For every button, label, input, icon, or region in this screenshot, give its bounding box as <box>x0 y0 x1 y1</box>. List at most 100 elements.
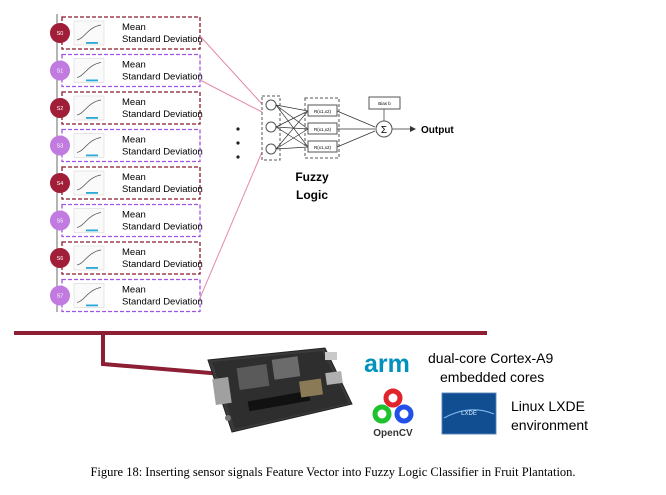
fuzzy-network: R(x1,x2) R(x1,x2) R(x1,x2) Bias b Σ Outp… <box>261 95 454 202</box>
sensor-badge <box>50 135 70 156</box>
signal-thumb <box>73 95 105 121</box>
sum-symbol: Σ <box>381 125 387 136</box>
signal-scale-bar <box>86 42 98 44</box>
signal-curve <box>76 62 102 78</box>
output-arrowhead <box>410 126 416 132</box>
sensor-badge <box>50 248 70 268</box>
signal-curve <box>76 174 102 191</box>
cpu-text-line2: embedded cores <box>440 369 544 385</box>
signal-thumb <box>73 170 105 196</box>
input-node-2 <box>265 121 277 133</box>
input-node-1 <box>265 99 277 111</box>
cpu-text-line1: dual-core Cortex-A9 <box>428 350 553 366</box>
input-layer-box <box>261 95 281 161</box>
os-text-line2: environment <box>511 417 588 433</box>
sensor-id: S6 <box>57 256 64 262</box>
opencv-label: OpenCV <box>373 428 413 439</box>
sensor-id: S5 <box>57 219 64 225</box>
feature-mean: Mean <box>122 172 146 183</box>
signal-scale-bar <box>86 192 98 194</box>
sensor-badge <box>50 285 70 306</box>
rule-layer-box <box>304 97 340 159</box>
fpga-board-image <box>207 347 353 433</box>
feature-mean: Mean <box>122 22 146 33</box>
feature-mean: Mean <box>122 97 146 108</box>
signal-curve <box>76 137 102 153</box>
arm-logo: arm <box>364 350 410 378</box>
signal-curve <box>76 287 102 303</box>
lxde-logo: LXDE <box>461 411 477 417</box>
feature-mean: Mean <box>122 135 146 146</box>
network-edges <box>275 104 410 150</box>
feature-std: Standard Deviation <box>122 34 203 45</box>
feature-mean: Mean <box>122 285 146 296</box>
sensor-id: S0 <box>57 31 64 37</box>
lxde-screenshot: LXDE <box>441 392 497 435</box>
rule-node-3 <box>307 140 338 153</box>
signal-thumb <box>73 208 105 233</box>
signal-thumb <box>73 58 105 83</box>
sensor-id: S1 <box>57 69 64 75</box>
sensor-badge <box>50 210 70 231</box>
signal-thumb <box>73 20 105 46</box>
os-text-line1: Linux LXDE <box>511 398 585 414</box>
feature-std: Standard Deviation <box>122 184 203 195</box>
signal-scale-bar <box>86 117 98 119</box>
rule-node-2 <box>307 122 338 135</box>
signal-scale-bar <box>86 229 98 232</box>
sensor-badge <box>50 98 70 118</box>
ellipsis-dots <box>236 127 240 159</box>
signal-scale-bar <box>86 79 98 82</box>
signal-thumb <box>73 133 105 158</box>
feature-std: Standard Deviation <box>122 259 203 270</box>
feature-mean: Mean <box>122 60 146 71</box>
feature-std: Standard Deviation <box>122 297 203 308</box>
signal-thumb <box>73 283 105 308</box>
input-node-3 <box>265 143 277 155</box>
signal-curve <box>76 99 102 116</box>
sum-node <box>375 120 393 138</box>
signal-curve <box>76 249 102 266</box>
sensor-id: S3 <box>57 144 64 150</box>
fuzzy-title-line2: Logic <box>296 188 328 202</box>
feature-std: Standard Deviation <box>122 72 203 83</box>
rule-label-1: R(x1,x2) <box>314 109 332 114</box>
rule-label-3: R(x1,x2) <box>314 145 332 150</box>
rule-node-1 <box>307 104 338 117</box>
sensor-badge <box>50 23 70 43</box>
signal-scale-bar <box>86 267 98 269</box>
bias-label: Bias b <box>378 101 391 106</box>
output-label: Output <box>421 125 454 136</box>
signal-scale-bar <box>86 154 98 157</box>
signal-scale-bar <box>86 304 98 307</box>
sensor-badge <box>50 60 70 81</box>
sensor-connections <box>199 35 263 299</box>
figure-caption: Figure 18: Inserting sensor signals Feat… <box>90 465 576 479</box>
feature-mean: Mean <box>122 247 146 258</box>
signal-curve <box>76 24 102 41</box>
sensor-id: S4 <box>57 181 64 187</box>
sensor-id: S2 <box>57 106 64 112</box>
signal-curve <box>76 212 102 228</box>
rule-label-2: R(x1,x2) <box>314 127 332 132</box>
feature-std: Standard Deviation <box>122 109 203 120</box>
opencv-logo: OpenCV <box>372 388 414 439</box>
signal-thumb <box>73 245 105 271</box>
feature-mean: Mean <box>122 210 146 221</box>
sensor-badge <box>50 173 70 193</box>
sensor-id: S7 <box>57 294 64 300</box>
fuzzy-title-line1: Fuzzy <box>295 170 329 184</box>
feature-std: Standard Deviation <box>122 147 203 158</box>
feature-std: Standard Deviation <box>122 222 203 233</box>
bias-box <box>368 96 401 110</box>
